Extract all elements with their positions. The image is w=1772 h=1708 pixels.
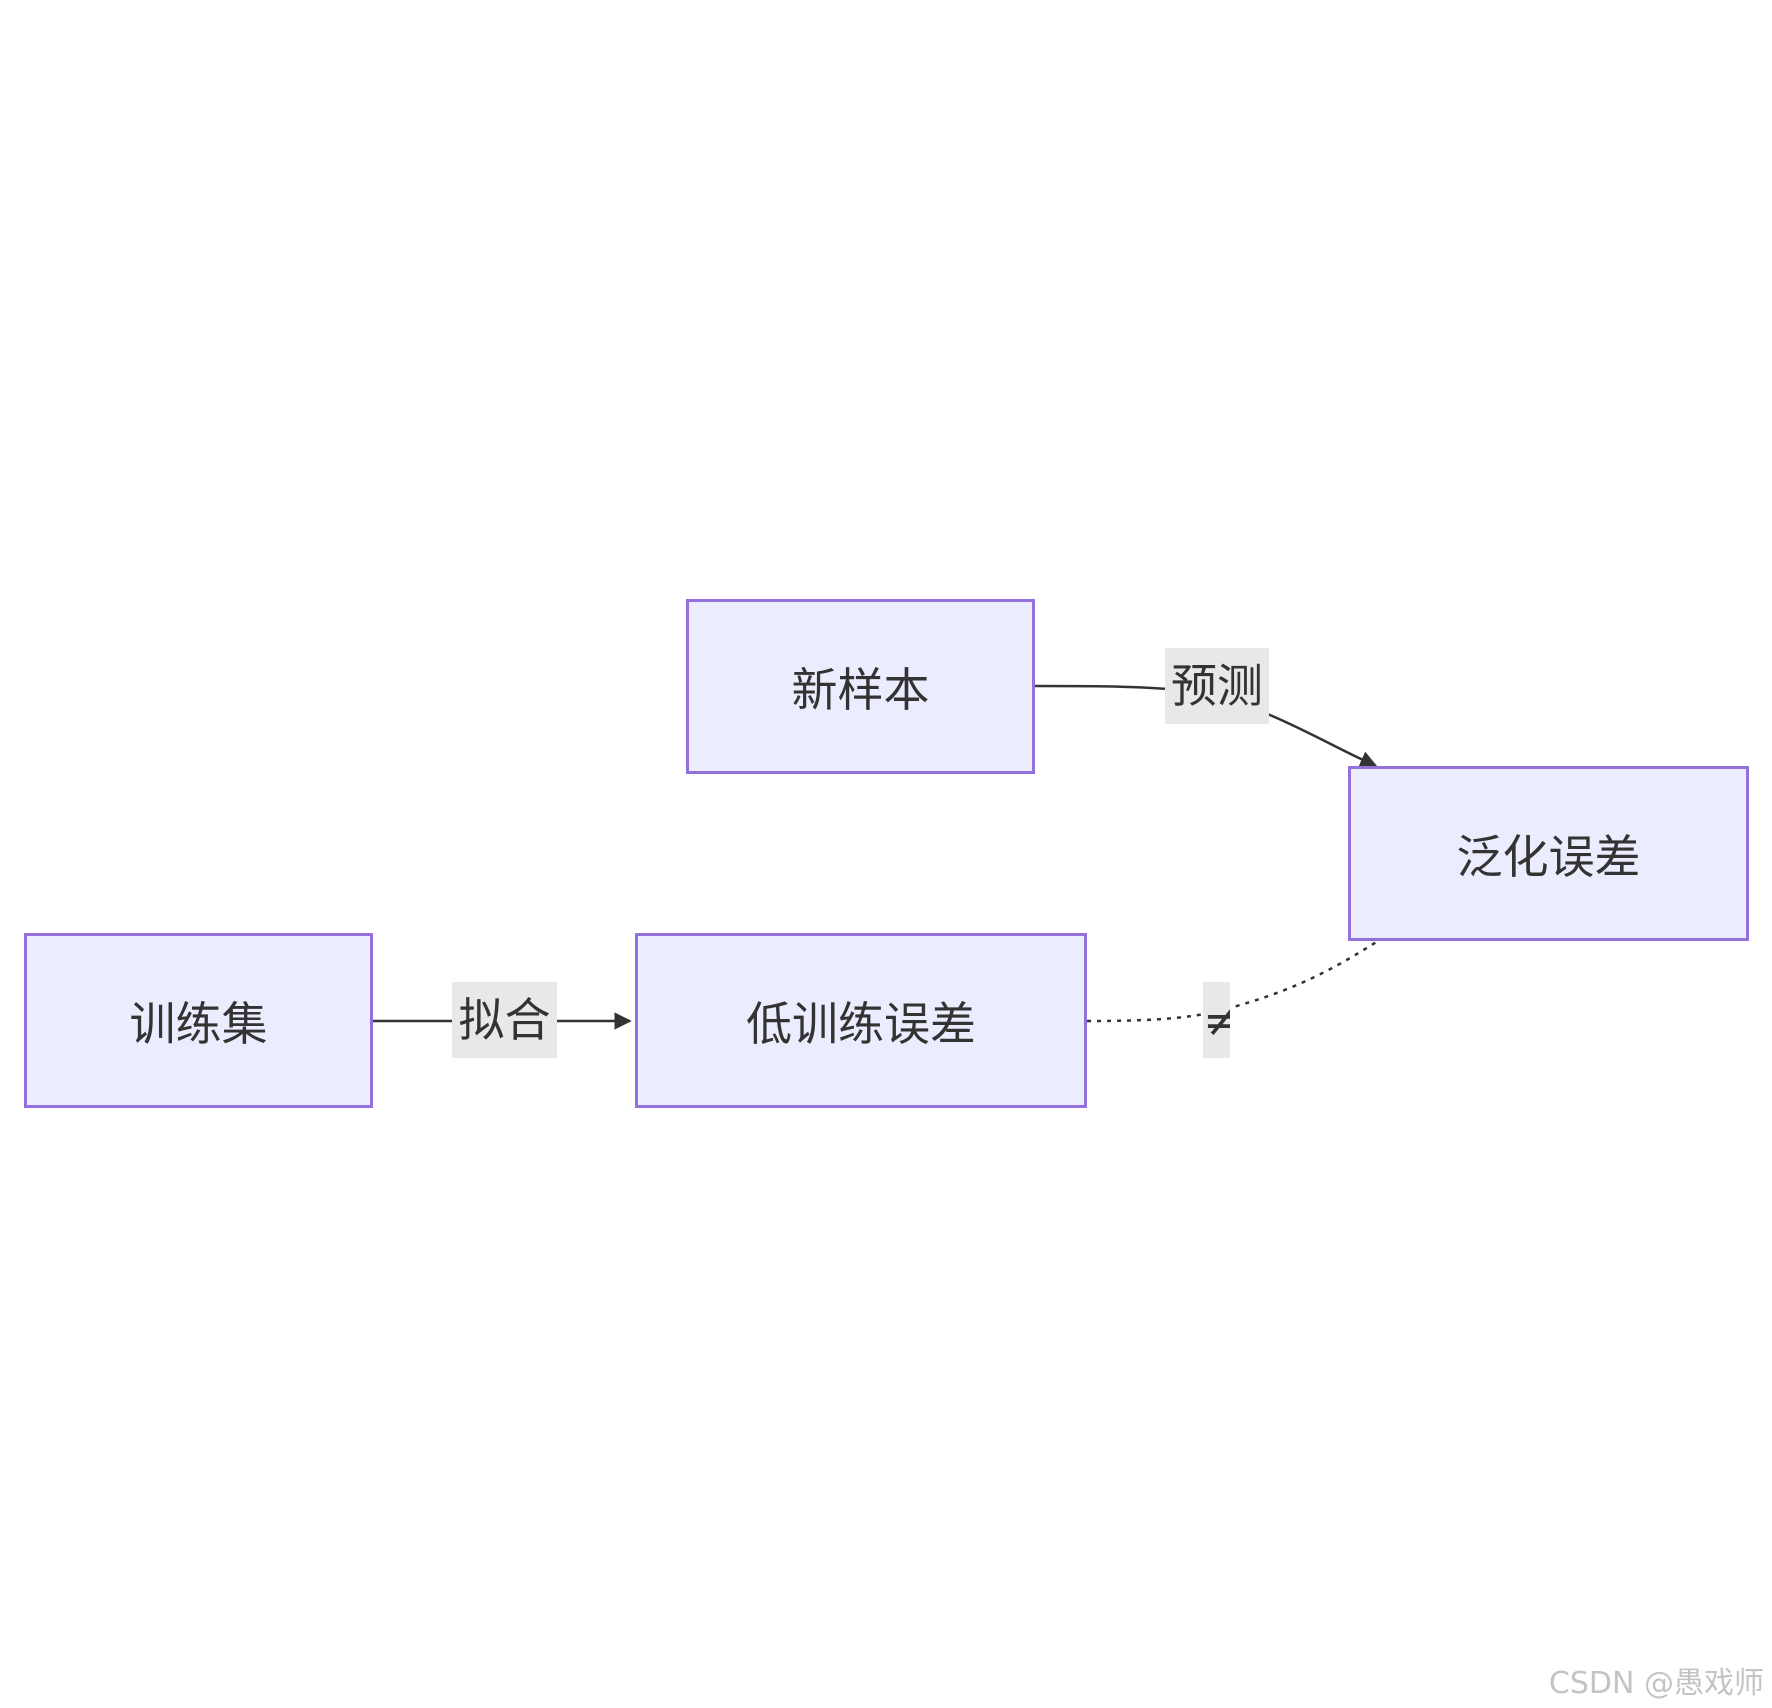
watermark: CSDN @愚戏师 [1548, 1666, 1764, 1701]
node-training-set: 训练集 [24, 933, 373, 1108]
node-new-sample: 新样本 [686, 599, 1035, 774]
edge-label-predict: 预测 [1165, 648, 1269, 724]
node-new-sample-label: 新样本 [791, 662, 930, 717]
node-generalization-error: 泛化误差 [1348, 766, 1749, 941]
edge-label-fit: 拟合 [452, 982, 557, 1058]
node-low-training-error: 低训练误差 [635, 933, 1087, 1108]
edge-not-equal [1086, 939, 1379, 1023]
node-training-set-label: 训练集 [129, 996, 268, 1051]
node-low-training-error-label: 低训练误差 [746, 996, 976, 1051]
node-generalization-error-label: 泛化误差 [1456, 829, 1641, 884]
edge-label-not-equal: ≠ [1203, 982, 1230, 1058]
